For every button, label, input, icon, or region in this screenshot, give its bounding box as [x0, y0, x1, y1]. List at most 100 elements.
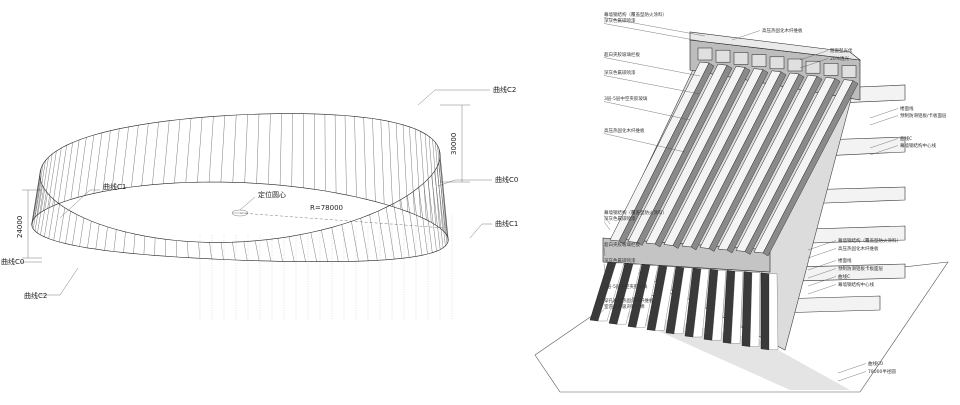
ring-rib: [402, 124, 408, 212]
ring-rib: [299, 234, 306, 262]
callout-left-leader: [594, 309, 605, 319]
ring-rib: [43, 153, 53, 211]
callout-left-text: 深灰色氟碳喷漆: [604, 257, 636, 264]
ring-rib: [277, 238, 283, 262]
ring-rib: [47, 150, 57, 209]
ring-rib: [428, 136, 436, 226]
fin-cap: [805, 60, 821, 74]
center-leader: [239, 196, 256, 211]
ring-rib: [48, 200, 56, 239]
ring-rib: [344, 115, 347, 195]
fin-cap: [715, 49, 731, 63]
ring-rib: [152, 122, 159, 185]
ring-rib: [288, 236, 295, 262]
center-label: 定位圆心: [258, 190, 286, 199]
ring-rib: [53, 204, 60, 241]
ring-rib: [220, 242, 224, 260]
callout-left-leader: [594, 303, 605, 313]
callout-right-leader: [869, 138, 899, 149]
ring-rib: [369, 214, 378, 261]
callout-right-text: 预制防滑铝板/卡板面层: [900, 112, 947, 119]
facade-fin-side: [636, 64, 733, 246]
facade-fin-side: [744, 78, 841, 255]
fin-cap: [841, 65, 857, 78]
callout-left-leader: [603, 247, 606, 257]
facade-fin-side: [708, 73, 805, 252]
ring-rib: [321, 230, 328, 262]
ring-rib: [341, 224, 349, 262]
callout-right-leader: [837, 363, 867, 374]
c0-right-leader: [437, 179, 492, 187]
ring-rib: [77, 137, 87, 198]
ring-rib: [310, 232, 317, 262]
callout-right-text: 幕墙钢结构中心线: [838, 281, 874, 288]
callout-right-leader: [799, 50, 829, 61]
callout-right-leader: [807, 268, 837, 279]
ring-rib: [33, 181, 42, 229]
ring-rib: [220, 115, 225, 183]
ring-rib: [57, 145, 67, 204]
callout-left-leader: [603, 221, 611, 231]
ring-rib: [360, 218, 369, 261]
facade-fins: [609, 47, 859, 257]
facade-top-beam-face: [689, 31, 862, 61]
panel-gap: [654, 266, 676, 331]
callout-right-text: 随窗型光伏: [830, 47, 853, 54]
callout-left-text: 超白夹胶玻璃栏板: [604, 241, 640, 248]
ring-rib: [209, 242, 212, 259]
ring-rib: [434, 171, 444, 248]
ring-rib: [393, 203, 403, 259]
ring-rib: [111, 128, 120, 191]
fin-cap: [733, 52, 749, 65]
facade-fin-side: [762, 80, 859, 257]
callout-left-leader: [603, 57, 701, 77]
callout-left-leader: [599, 289, 605, 299]
ring-rib: [431, 175, 441, 250]
ring-rib: [291, 113, 293, 187]
ring-rib: [372, 118, 376, 202]
curve-c0-left-label: 曲线C0: [1, 257, 24, 266]
callout-right-leader: [799, 58, 829, 69]
ring-rib: [418, 187, 428, 255]
ring-rib: [407, 195, 417, 257]
ring-rib: [44, 196, 52, 237]
ring-rib: [34, 163, 44, 218]
ring-band-drawing: 定位圆心 R=78000 曲线C2 30000 曲线C0 曲线C1 曲线C1 2…: [1, 85, 518, 320]
callout-right-leader: [807, 248, 837, 259]
ring-rib: [93, 132, 103, 194]
callout-left-text: 3层-5层中空夹胶玻璃: [604, 283, 648, 290]
ring-rib: [39, 157, 49, 214]
panel-gap: [635, 265, 659, 328]
callout-right-text: 曲线C: [838, 273, 850, 280]
ring-rib: [380, 119, 385, 205]
ring-rib: [121, 126, 129, 189]
curve-c0-right-label: 曲线C0: [495, 175, 518, 184]
ring-rib: [87, 221, 92, 248]
panel-gap: [711, 270, 727, 341]
ring-rib: [395, 122, 401, 210]
ring-rib: [34, 185, 43, 232]
ring-rib: [143, 236, 146, 255]
ring-rib: [232, 242, 236, 261]
facade-section-drawing: 幕墙钢结构（覆盖型防火涂料）深灰色氟碳喷漆超白夹胶玻璃栏板深灰色氟碳喷漆3层-5…: [534, 11, 949, 393]
callout-left-text: 幕墙钢结构（覆盖型防火涂料）: [604, 209, 667, 216]
panel-gap: [692, 268, 710, 338]
panel-gap: [616, 264, 642, 325]
ring-rib: [354, 116, 357, 198]
callout-left-leader: [603, 75, 701, 95]
ring-rib: [420, 131, 427, 220]
ring-ribs: [31, 113, 449, 262]
callout-right-text: 楼面线: [838, 257, 852, 264]
ring-rib: [377, 211, 387, 260]
callout-right-text: 高压热固化木纤维板: [838, 245, 879, 252]
ring-rib: [141, 123, 149, 186]
callout-left-text: 室内侧为吸声防火棉: [604, 303, 645, 310]
callout-right-text: 幕墙钢结构（覆盖型防火涂料）: [838, 237, 901, 244]
c2-bottom-leader: [40, 267, 79, 296]
callout-right-leader: [807, 260, 837, 271]
ring-rib: [70, 139, 80, 200]
ring-rib: [385, 207, 395, 260]
callouts-right: 高压热固化木纤维板随窗型光伏20%透光楼面线预制防滑铝板/卡板面层曲线C幕墙钢结…: [731, 27, 947, 382]
c1-right-leader: [469, 223, 492, 239]
curve-c2-top-label: 曲线C2: [493, 85, 516, 94]
